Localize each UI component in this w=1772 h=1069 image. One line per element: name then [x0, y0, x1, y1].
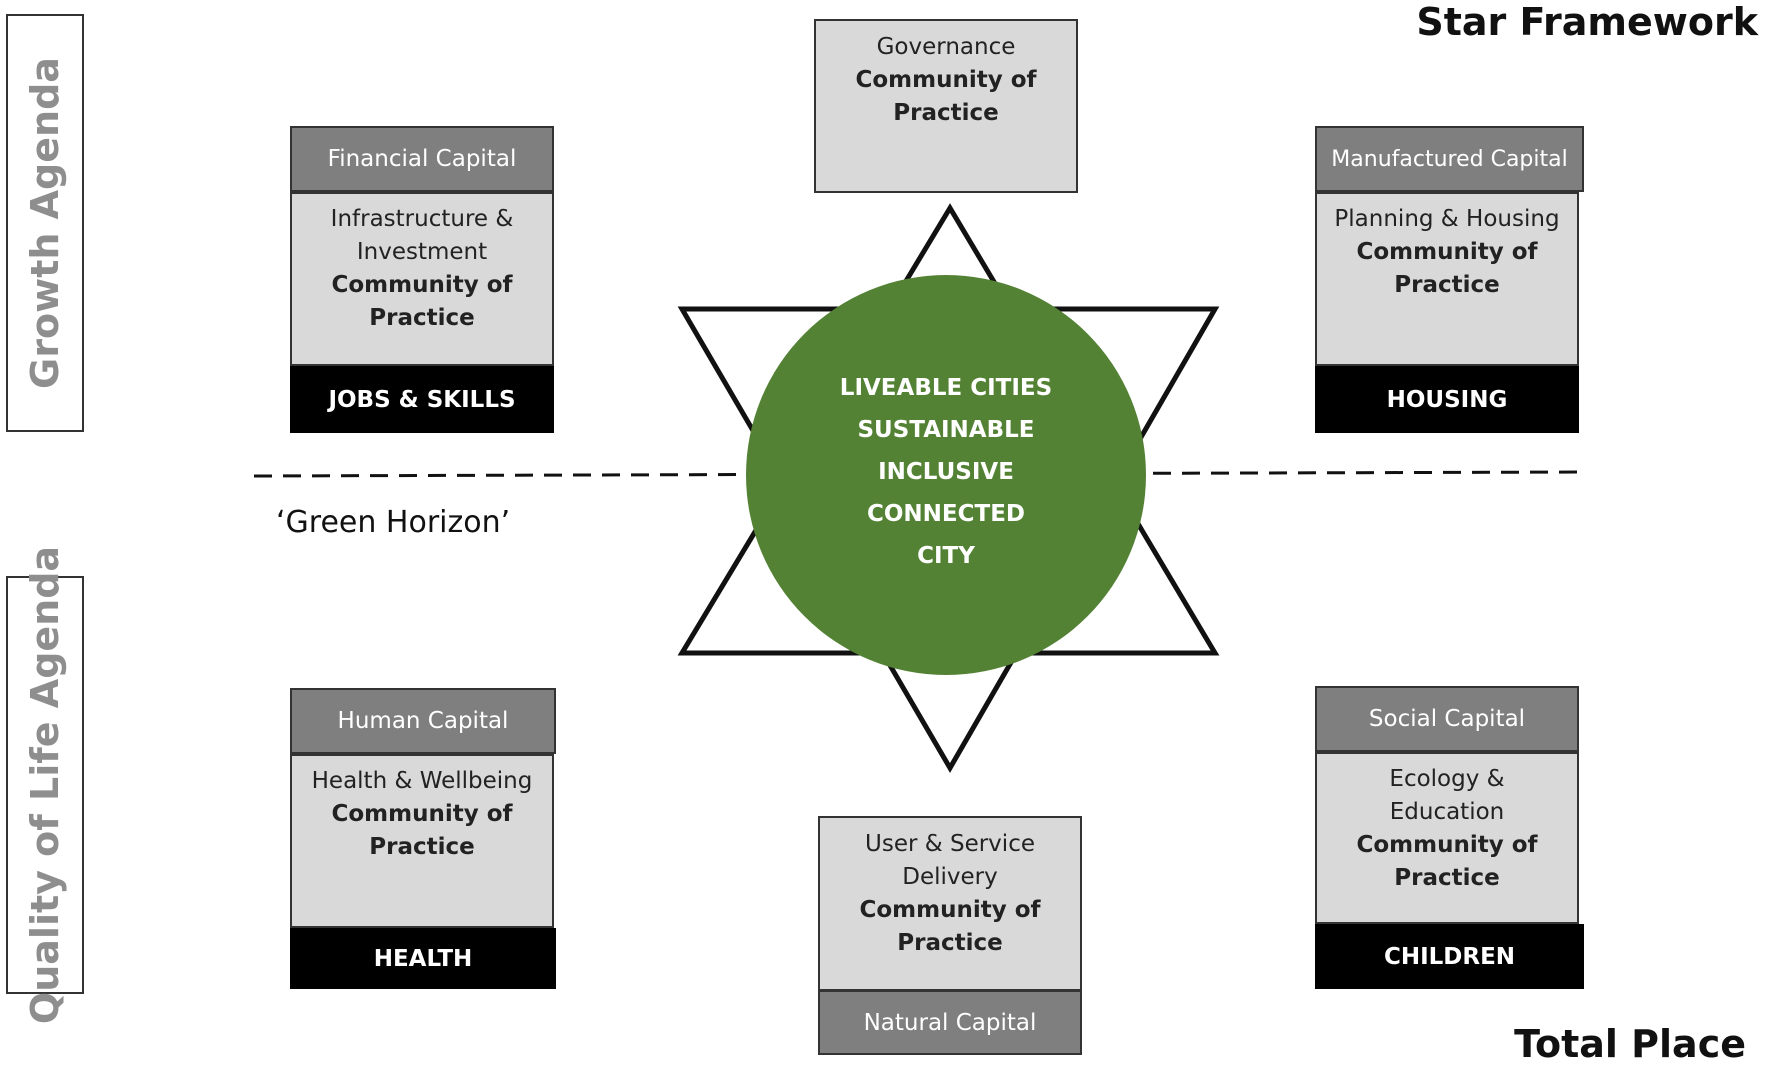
center-line: LIVEABLE CITIES [839, 375, 1053, 401]
capital-header: Natural Capital [818, 990, 1082, 1055]
practice-box: User & Service Delivery Community of Pra… [818, 816, 1082, 991]
diagram-title: Star Framework [1416, 0, 1758, 44]
practice-topic: Ecology & Education [1389, 766, 1505, 825]
social-capital-group: Social Capital Ecology & Education Commu… [1315, 686, 1584, 989]
practice-topic: Health & Wellbeing [311, 768, 533, 794]
community-of-practice-label: Community of Practice [859, 897, 1041, 956]
financial-capital-group: Financial Capital Infrastructure & Inves… [290, 126, 554, 433]
practice-topic: Planning & Housing [1334, 206, 1560, 232]
growth-agenda-box: Growth Agenda [6, 14, 84, 432]
quality-of-life-agenda-box: Quality of Life Agenda [6, 546, 84, 1024]
human-capital-group: Human Capital Health & Wellbeing Communi… [290, 688, 556, 989]
agenda-bar: HEALTH [290, 928, 556, 989]
center-values: LIVEABLE CITIES SUSTAINABLE INCLUSIVE CO… [776, 367, 1116, 577]
center-line: CONNECTED [866, 501, 1025, 527]
center-line: INCLUSIVE [878, 459, 1014, 485]
green-horizon-line [253, 470, 1586, 478]
practice-topic: Governance [876, 34, 1016, 60]
agenda-bar: JOBS & SKILLS [290, 366, 554, 433]
center-line: SUSTAINABLE [857, 417, 1035, 443]
practice-box: Infrastructure & Investment Community of… [290, 192, 554, 366]
diagram-footer-title: Total Place [1514, 1022, 1746, 1066]
practice-topic: Infrastructure & Investment [330, 206, 514, 265]
center-circle [746, 275, 1146, 675]
community-of-practice-label: Community of Practice [331, 272, 513, 331]
practice-box: Health & Wellbeing Community of Practice [290, 754, 554, 928]
capital-header: Manufactured Capital [1315, 126, 1584, 192]
agenda-bar: HOUSING [1315, 366, 1579, 433]
community-of-practice-label: Community of Practice [1356, 239, 1538, 298]
natural-capital-group: User & Service Delivery Community of Pra… [818, 816, 1082, 1055]
governance-practice-box: Governance Community of Practice [814, 19, 1078, 193]
manufactured-capital-group: Manufactured Capital Planning & Housing … [1315, 126, 1584, 433]
practice-box: Ecology & Education Community of Practic… [1315, 752, 1579, 924]
community-of-practice-label: Community of Practice [855, 67, 1037, 126]
community-of-practice-label: Community of Practice [331, 801, 513, 860]
practice-box: Planning & Housing Community of Practice [1315, 192, 1579, 366]
practice-topic: User & Service Delivery [865, 831, 1035, 890]
center-line: CITY [917, 543, 975, 569]
capital-header: Financial Capital [290, 126, 554, 192]
agenda-bar: CHILDREN [1315, 924, 1584, 989]
capital-header: Human Capital [290, 688, 556, 754]
community-of-practice-label: Community of Practice [1356, 832, 1538, 891]
green-horizon-label: ‘Green Horizon’ [276, 505, 511, 540]
capital-header: Social Capital [1315, 686, 1579, 752]
